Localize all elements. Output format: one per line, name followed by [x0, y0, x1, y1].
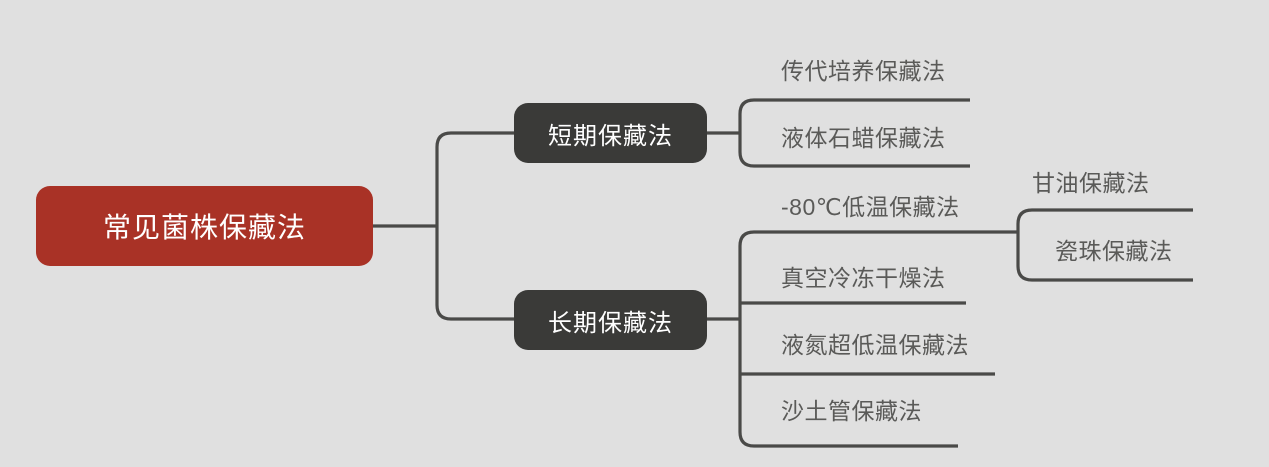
root-node[interactable]: 常见菌株保藏法 — [36, 186, 373, 266]
root-node-label: 常见菌株保藏法 — [102, 212, 306, 243]
branch-node-short-term[interactable]: 短期保藏法 — [514, 103, 707, 163]
leaf-ceramic-bead-preservation[interactable]: 瓷珠保藏法 — [1055, 238, 1173, 264]
branch-node-short-term-label: 短期保藏法 — [548, 122, 673, 150]
branch-node-long-term-label: 长期保藏法 — [548, 309, 673, 337]
branch-node-long-term[interactable]: 长期保藏法 — [514, 290, 707, 350]
leaf-liquid-paraffin-preservation[interactable]: 液体石蜡保藏法 — [781, 125, 946, 151]
leaf-sand-soil-tube-preservation[interactable]: 沙土管保藏法 — [781, 398, 922, 424]
leaf-liquid-nitrogen-ultralow-preservation[interactable]: 液氮超低温保藏法 — [781, 332, 969, 358]
leaf-vacuum-freeze-drying[interactable]: 真空冷冻干燥法 — [781, 265, 946, 291]
leaf-subculture-preservation[interactable]: 传代培养保藏法 — [781, 58, 946, 84]
leaf-glycerol-preservation[interactable]: 甘油保藏法 — [1032, 170, 1150, 196]
connector-level1-bracket — [435, 131, 514, 321]
leaf-minus80-low-temp-preservation[interactable]: -80℃低温保藏法 — [781, 194, 960, 220]
